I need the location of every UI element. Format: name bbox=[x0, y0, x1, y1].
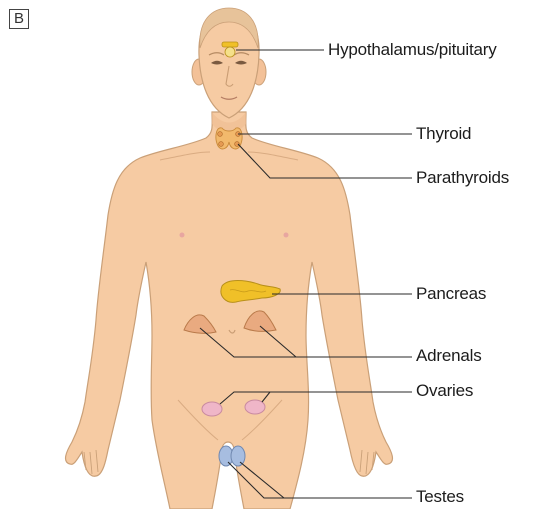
label-ovaries: Ovaries bbox=[416, 381, 473, 401]
label-pancreas: Pancreas bbox=[416, 284, 486, 304]
nipple-right bbox=[284, 233, 289, 238]
label-parathyroids: Parathyroids bbox=[416, 168, 509, 188]
label-hypothalamus-pituitary: Hypothalamus/pituitary bbox=[328, 40, 497, 60]
nipple-left bbox=[180, 233, 185, 238]
head bbox=[192, 8, 266, 118]
label-adrenals: Adrenals bbox=[416, 346, 482, 366]
label-thyroid: Thyroid bbox=[416, 124, 471, 144]
label-testes: Testes bbox=[416, 487, 464, 507]
